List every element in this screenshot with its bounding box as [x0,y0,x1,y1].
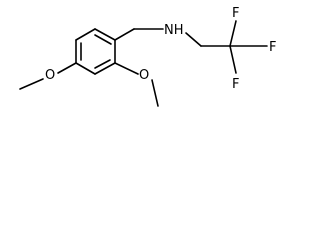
ring-o-left-bond [57,62,77,74]
o-left-methyl-bond [19,78,44,90]
ring-bond-4 [75,62,96,75]
ring-double-bond-1 [94,34,112,45]
ring-o-right-bond [114,62,139,75]
ring-bond-1 [94,28,116,41]
ring-bond-2 [75,28,96,41]
ring-double-bond-3 [94,59,111,69]
f-bottom-label: F [232,77,239,92]
benzyl-bond [114,28,135,41]
c-f-top-bond [229,20,237,47]
n-ch2-bond [185,32,202,47]
o-right-label: O [139,68,149,83]
o-right-methyl-bond [151,79,159,107]
c-f-bottom-bond [229,45,237,74]
f-right-label: F [269,40,276,55]
f-top-label: F [232,6,239,21]
chemical-structure: NH F F F O O [19,6,276,107]
benzene-ring [75,28,116,75]
nh-label: NH [164,23,184,38]
o-left-label: O [45,68,55,83]
ring-bond-5 [94,62,116,75]
